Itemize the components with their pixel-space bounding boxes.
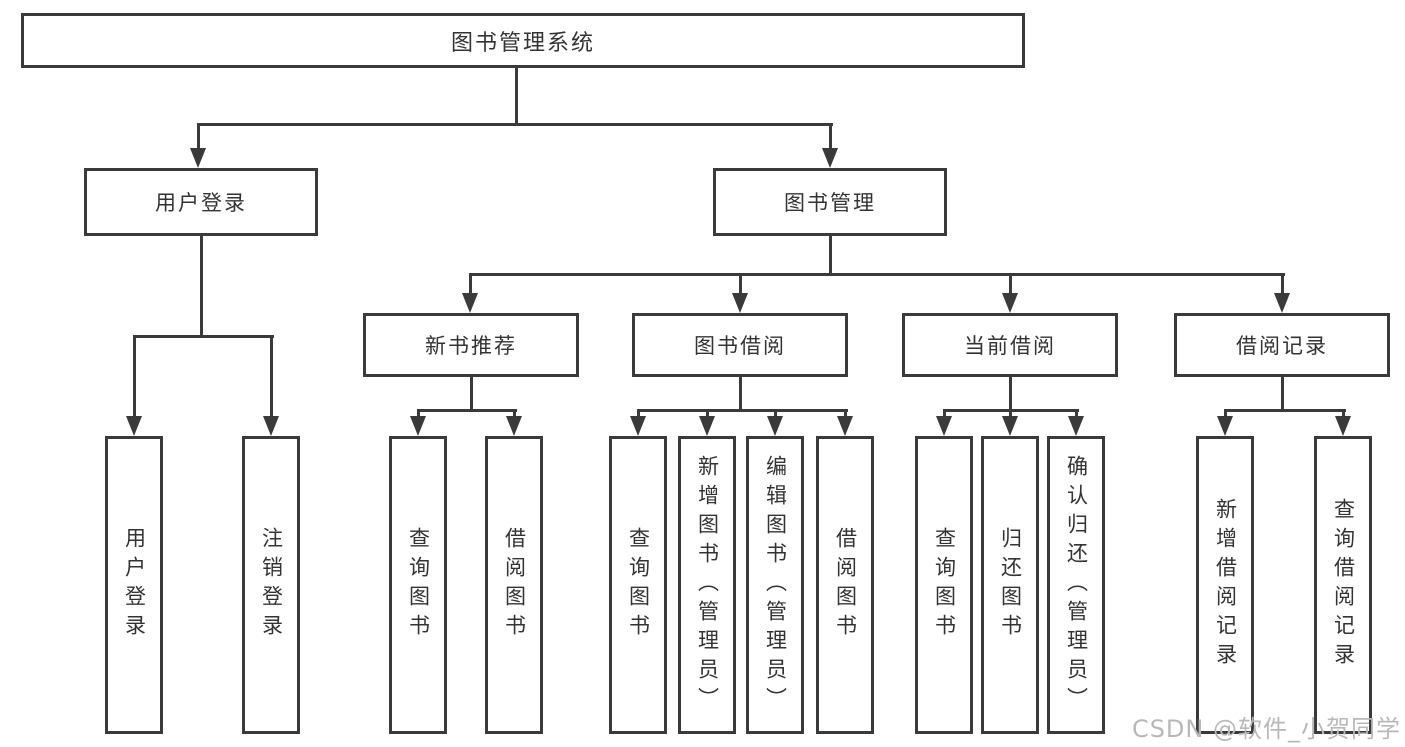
arrow-down-icon: [190, 148, 206, 168]
arrow-down-icon: [1068, 416, 1084, 436]
node-book-management: 图书管理: [713, 168, 947, 236]
connector-hline: [134, 335, 274, 338]
arrow-stem: [829, 123, 832, 150]
leaf-query-books-current: 查询图书: [915, 436, 973, 734]
leaf-borrow-books-recommend: 借阅图书: [485, 436, 543, 734]
connector-vline: [739, 377, 742, 412]
arrow-down-icon: [263, 416, 279, 436]
leaf-borrow-books: 借阅图书: [816, 436, 874, 734]
arrow-stem: [197, 123, 200, 150]
arrow-stem: [943, 409, 946, 418]
arrow-down-icon: [1002, 416, 1018, 436]
node-borrow-records-label: 借阅记录: [1236, 334, 1328, 358]
node-book-borrow-label: 图书借阅: [694, 334, 786, 358]
node-book-management-label: 图书管理: [784, 191, 876, 215]
connector-hline: [418, 409, 517, 412]
arrow-down-icon: [462, 293, 478, 313]
arrow-stem: [706, 409, 709, 418]
arrow-down-icon: [410, 416, 426, 436]
connector-vline: [1281, 377, 1284, 412]
node-new-book-recommend: 新书推荐: [363, 313, 579, 377]
arrow-stem: [1224, 409, 1227, 418]
leaf-query-books-borrow-label: 查询图书: [626, 527, 651, 643]
node-book-borrow: 图书借阅: [632, 313, 848, 377]
arrow-down-icon: [1335, 416, 1351, 436]
arrow-stem: [844, 409, 847, 418]
arrow-stem: [417, 409, 420, 418]
connector-vline: [829, 236, 832, 276]
arrow-stem: [513, 409, 516, 418]
arrow-down-icon: [732, 293, 748, 313]
arrow-stem: [133, 335, 136, 418]
connector-vline: [1009, 377, 1012, 412]
arrow-stem: [270, 335, 273, 418]
leaf-edit-books-admin-label: 编辑图书（管理员）: [763, 454, 788, 716]
node-new-book-recommend-label: 新书推荐: [425, 334, 517, 358]
watermark: CSDN @软件_小贺同学: [1131, 715, 1401, 743]
arrow-stem: [469, 273, 472, 295]
arrow-down-icon: [699, 416, 715, 436]
connector-hline: [1225, 409, 1346, 412]
leaf-add-books-admin-label: 新增图书（管理员）: [695, 454, 720, 716]
connector-vline: [200, 236, 203, 338]
leaf-add-borrow-record: 新增借阅记录: [1196, 436, 1254, 734]
leaf-query-books-recommend: 查询图书: [389, 436, 447, 734]
arrow-down-icon: [767, 416, 783, 436]
leaf-add-books-admin: 新增图书（管理员）: [678, 436, 736, 734]
node-root: 图书管理系统: [21, 13, 1025, 68]
arrow-down-icon: [837, 416, 853, 436]
connector-hline: [470, 273, 1285, 276]
leaf-user-login-label: 用户登录: [122, 527, 147, 643]
arrow-stem: [774, 409, 777, 418]
node-user-login-label: 用户登录: [155, 191, 247, 215]
arrow-down-icon: [630, 416, 646, 436]
leaf-return-books: 归还图书: [981, 436, 1039, 734]
node-current-borrow-label: 当前借阅: [964, 334, 1056, 358]
connector-hline: [638, 409, 848, 412]
leaf-borrow-books-recommend-label: 借阅图书: [502, 527, 527, 643]
leaf-user-login: 用户登录: [105, 436, 163, 734]
arrow-stem: [637, 409, 640, 418]
leaf-add-borrow-record-label: 新增借阅记录: [1213, 498, 1238, 672]
arrow-down-icon: [1274, 293, 1290, 313]
leaf-query-borrow-record-label: 查询借阅记录: [1331, 498, 1356, 672]
leaf-query-books-recommend-label: 查询图书: [406, 527, 431, 643]
leaf-query-borrow-record: 查询借阅记录: [1314, 436, 1372, 734]
arrow-stem: [1009, 409, 1012, 418]
leaf-return-books-label: 归还图书: [998, 527, 1023, 643]
connector-vline: [515, 68, 518, 123]
arrow-stem: [739, 273, 742, 295]
arrow-stem: [1281, 273, 1284, 295]
arrow-stem: [1075, 409, 1078, 418]
leaf-logout-label: 注销登录: [259, 527, 284, 643]
connector-hline: [198, 123, 833, 126]
leaf-query-books-borrow: 查询图书: [609, 436, 667, 734]
arrow-stem: [1009, 273, 1012, 295]
arrow-down-icon: [936, 416, 952, 436]
node-root-label: 图书管理系统: [450, 30, 595, 56]
node-current-borrow: 当前借阅: [902, 313, 1118, 377]
leaf-edit-books-admin: 编辑图书（管理员）: [746, 436, 804, 734]
arrow-down-icon: [1002, 293, 1018, 313]
arrow-down-icon: [1217, 416, 1233, 436]
arrow-down-icon: [822, 148, 838, 168]
leaf-borrow-books-label: 借阅图书: [833, 527, 858, 643]
node-user-login: 用户登录: [84, 168, 318, 236]
arrow-down-icon: [126, 416, 142, 436]
leaf-confirm-return-admin: 确认归还（管理员）: [1047, 436, 1105, 734]
node-borrow-records: 借阅记录: [1174, 313, 1390, 377]
arrow-down-icon: [506, 416, 522, 436]
connector-vline: [470, 377, 473, 412]
leaf-logout: 注销登录: [242, 436, 300, 734]
arrow-stem: [1342, 409, 1345, 418]
leaf-query-books-current-label: 查询图书: [932, 527, 957, 643]
leaf-confirm-return-admin-label: 确认归还（管理员）: [1064, 454, 1089, 716]
